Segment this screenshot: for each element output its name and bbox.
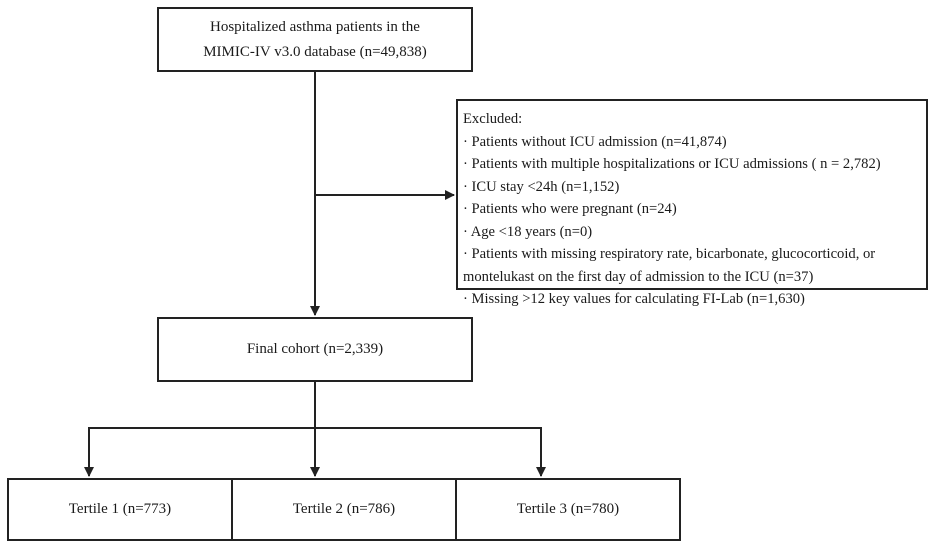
exclusion-item: · Patients without ICU admission (n=41,8…: [463, 133, 727, 150]
exclusion-item: · Age <18 years (n=0): [463, 223, 593, 240]
final-cohort-box: Final cohort (n=2,339): [157, 317, 473, 382]
source-population-line-1: Hospitalized asthma patients in the: [210, 18, 420, 35]
final-cohort-label: Final cohort (n=2,339): [246, 341, 384, 357]
tertile-1-box: Tertile 1 (n=773): [7, 478, 233, 541]
tertile-2-box: Tertile 2 (n=786): [231, 478, 457, 541]
exclusion-item: · Patients who were pregnant (n=24): [463, 201, 677, 217]
source-population-box: Hospitalized asthma patients in the MIMI…: [157, 7, 473, 72]
exclusion-item: · Patients with missing respiratory rate…: [463, 246, 876, 262]
tertile-3-label: Tertile 3 (n=780): [516, 501, 620, 517]
exclusion-item: · ICU stay <24h (n=1,152): [463, 178, 620, 195]
exclusion-item: montelukast on the first day of admissio…: [463, 268, 814, 285]
tertile-3-box: Tertile 3 (n=780): [455, 478, 681, 541]
tertile-2-label: Tertile 2 (n=786): [292, 501, 396, 517]
tertile-1-label: Tertile 1 (n=773): [68, 501, 172, 517]
excluded-box: Excluded: · Patients without ICU admissi…: [456, 99, 928, 307]
exclusion-item: · Patients with multiple hospitalization…: [463, 156, 881, 172]
exclusion-item: · Missing >12 key values for calculating…: [463, 291, 805, 307]
source-population-line-2: MIMIC-IV v3.0 database (n=49,838): [203, 43, 427, 60]
excluded-heading: Excluded:: [463, 111, 523, 127]
